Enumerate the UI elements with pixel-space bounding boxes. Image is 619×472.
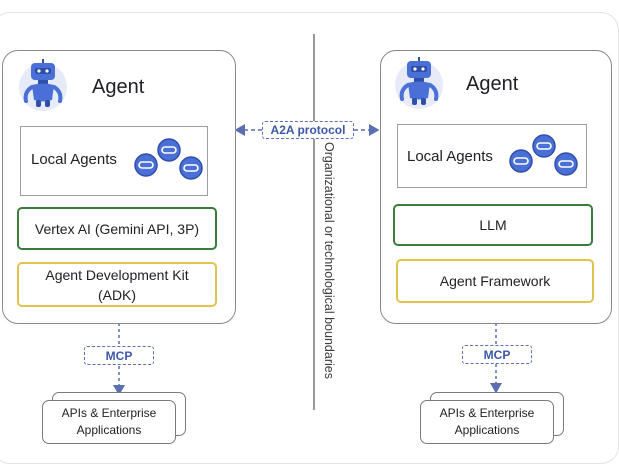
left-local-agents-label: Local Agents <box>31 151 117 168</box>
right-api-card: APIs & Enterprise Applications <box>420 400 554 444</box>
a2a-protocol-label: A2A protocol <box>262 121 354 139</box>
right-model-box: LLM <box>393 204 593 246</box>
robot-icon <box>395 57 443 109</box>
left-agent-title: Agent <box>92 76 145 98</box>
left-apis-line1: APIs & Enterprise <box>61 406 157 420</box>
right-agent-title: Agent <box>466 73 519 95</box>
left-apis-line2: Applications <box>76 423 142 437</box>
left-mcp-label: MCP <box>84 346 154 365</box>
robot-icon <box>19 59 67 111</box>
right-mcp-label: MCP <box>462 345 532 364</box>
left-framework-line1: Agent Development Kit <box>45 266 189 283</box>
chat-bubble-icon <box>509 134 578 176</box>
left-model-box: Vertex AI (Gemini API, 3P) <box>17 207 217 250</box>
left-framework-box: Agent Development Kit (ADK) <box>17 262 217 307</box>
right-local-agents-box <box>397 124 587 188</box>
left-api-card: APIs & Enterprise Applications <box>42 400 176 444</box>
right-apis-line2: Applications <box>454 423 520 437</box>
left-local-agents-box <box>20 126 208 196</box>
chat-bubble-icon <box>134 138 203 180</box>
right-framework-box: Agent Framework <box>396 259 594 303</box>
right-apis-line1: APIs & Enterprise <box>439 406 535 420</box>
left-framework-line2: (ADK) <box>97 286 137 303</box>
boundary-label: Organizational or technological boundari… <box>322 142 336 379</box>
right-local-agents-label: Local Agents <box>407 148 493 165</box>
